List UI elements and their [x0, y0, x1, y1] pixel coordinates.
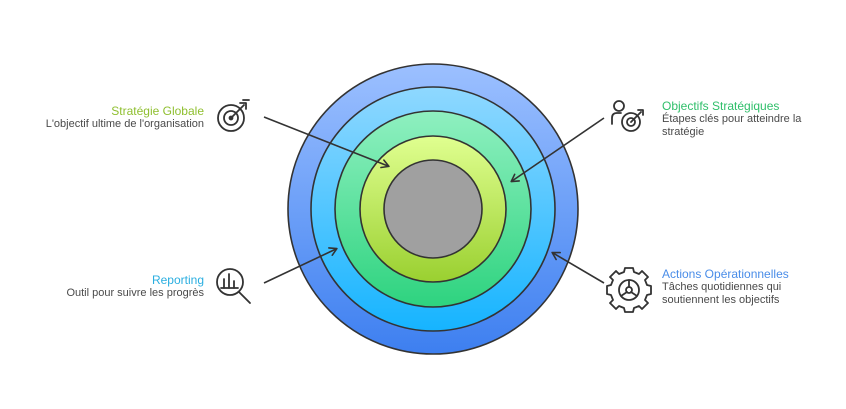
- objectifs-desc-line1: Étapes clés pour atteindre la: [662, 113, 802, 125]
- strategie-title: Stratégie Globale: [111, 104, 204, 118]
- gear-icon: [606, 267, 652, 313]
- arrow-objectifs: [510, 117, 605, 183]
- core-circle: [383, 159, 483, 259]
- actions-desc-line1: Tâches quotidiennes qui: [662, 281, 782, 293]
- reporting-desc: Outil pour suivre les progrès: [66, 287, 204, 299]
- strategie-label: Stratégie Globale L'objectif ultime de l…: [46, 104, 204, 131]
- reporting-label: Reporting Outil pour suivre les progrès: [66, 273, 204, 300]
- actions-title: Actions Opérationnelles: [662, 267, 789, 281]
- reporting-title: Reporting: [151, 273, 204, 287]
- objectifs-label: Objectifs Stratégiques Étapes clés pour …: [662, 99, 832, 139]
- actions-desc-line2: soutiennent les objectifs: [662, 294, 780, 306]
- objectifs-desc-line2: stratégie: [662, 126, 705, 138]
- objectifs-title: Objectifs Stratégiques: [662, 99, 780, 113]
- magnifier-chart-icon: [216, 268, 251, 304]
- arrow-reporting: [263, 247, 338, 284]
- arrow-strategie: [263, 116, 390, 169]
- target-arrow-icon: [217, 99, 250, 132]
- strategie-desc: L'objectif ultime de l'organisation: [45, 118, 204, 130]
- actions-label: Actions Opérationnelles Tâches quotidien…: [662, 267, 832, 307]
- arrow-actions: [551, 251, 605, 284]
- person-target-icon: [611, 100, 644, 132]
